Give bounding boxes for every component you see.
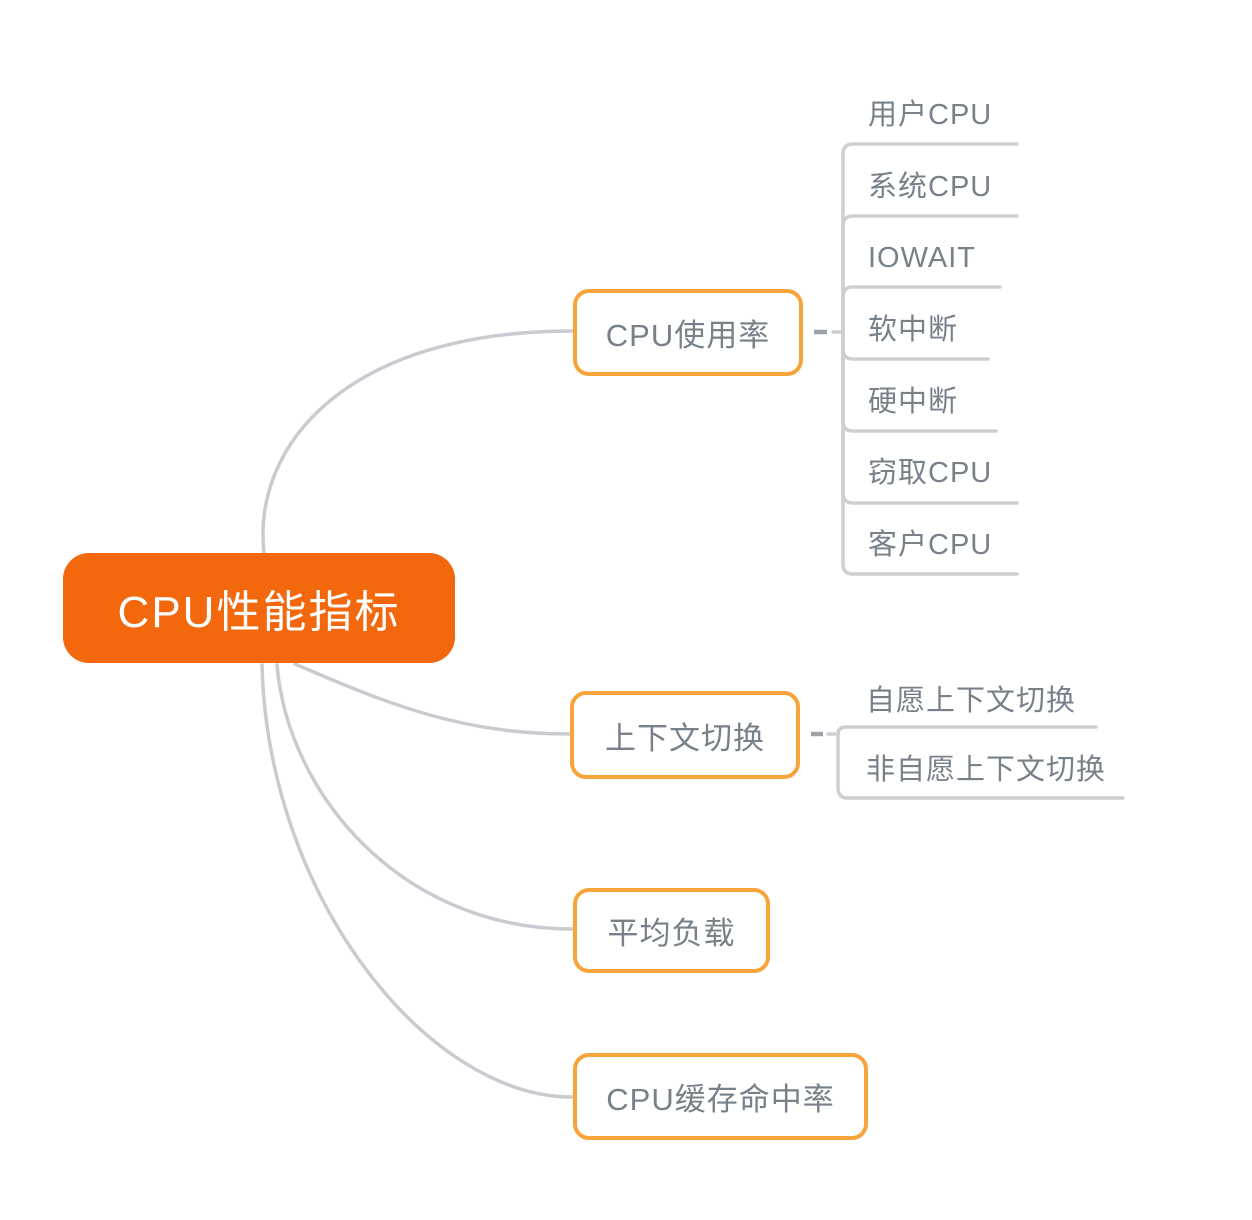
topic-cpu-usage[interactable]: CPU使用率 bbox=[573, 289, 803, 376]
subtopic-iowait[interactable]: IOWAIT bbox=[868, 242, 977, 274]
subtopic-guest-cpu[interactable]: 客户CPU bbox=[868, 529, 993, 561]
subtopic-steal-cpu[interactable]: 窃取CPU bbox=[868, 457, 993, 489]
topic-context-switch[interactable]: 上下文切换 bbox=[570, 691, 800, 779]
dashed-connectors bbox=[811, 329, 827, 737]
topic-load-average[interactable]: 平均负载 bbox=[573, 888, 770, 973]
topic-cpu-cache-hit-label: CPU缓存命中率 bbox=[606, 1082, 835, 1117]
subtopic-voluntary-context-switch[interactable]: 自愿上下文切换 bbox=[866, 685, 1077, 717]
root-branch-curves bbox=[260, 329, 574, 1099]
subtopic-user-cpu[interactable]: 用户CPU bbox=[868, 99, 993, 131]
topic-load-average-label: 平均负载 bbox=[607, 916, 736, 951]
topic-cpu-cache-hit[interactable]: CPU缓存命中率 bbox=[573, 1053, 868, 1140]
subtopic-involuntary-context-switch[interactable]: 非自愿上下文切换 bbox=[866, 754, 1107, 786]
topic-cpu-usage-label: CPU使用率 bbox=[605, 318, 771, 353]
subtopic-hard-irq[interactable]: 硬中断 bbox=[868, 386, 959, 418]
root-topic[interactable]: CPU性能指标 bbox=[63, 553, 455, 663]
branch2-children-bracket bbox=[826, 725, 1125, 800]
root-topic-label: CPU性能指标 bbox=[117, 588, 401, 637]
subtopic-system-cpu[interactable]: 系统CPU bbox=[868, 171, 993, 203]
branch1-children-bracket bbox=[831, 142, 1019, 576]
topic-context-switch-label: 上下文切换 bbox=[605, 720, 765, 756]
subtopic-soft-irq[interactable]: 软中断 bbox=[868, 314, 959, 346]
